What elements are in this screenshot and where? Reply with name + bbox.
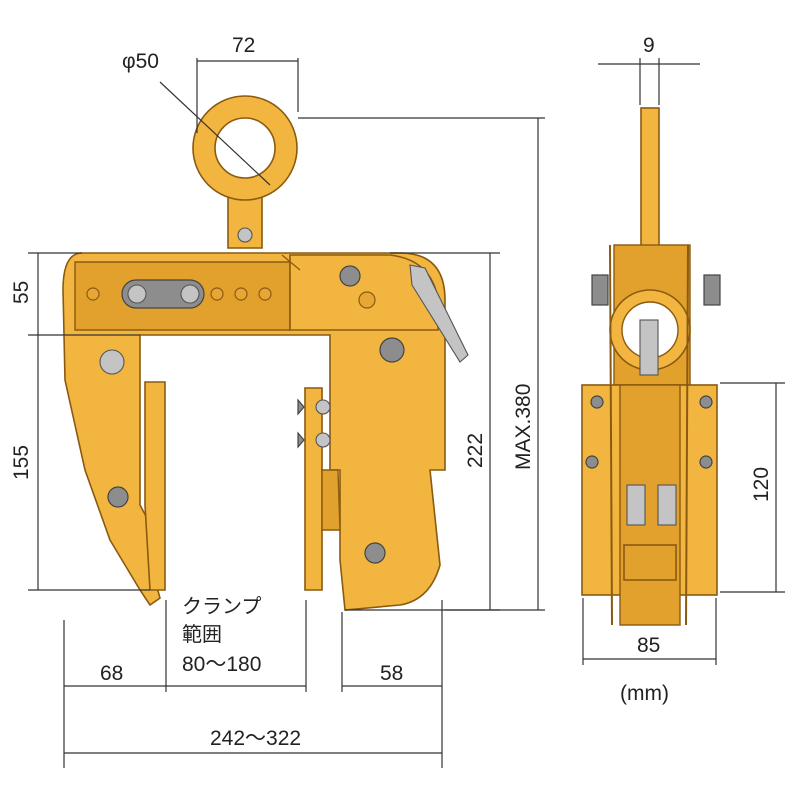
jaw-nut: [315, 399, 331, 415]
inner-height-label: 222: [464, 433, 487, 468]
clamp-range-title-line1: クランプ: [182, 594, 261, 618]
side-nut: [590, 395, 604, 409]
pivot-bolt: [339, 265, 361, 287]
left-jaw-plate: [144, 381, 166, 591]
dimension-lines: [28, 58, 785, 768]
eye-ring-hole: [214, 117, 276, 179]
dimension-labels: φ50 72 9 55 155 222 MAX.380 120 クランプ 範囲 …: [10, 34, 773, 750]
right-jaw-pad: [321, 469, 341, 531]
side-height-label: 120: [750, 467, 773, 502]
pivot-hole: [358, 291, 376, 309]
overall-width-label: 242～322: [210, 727, 301, 750]
clamp-range-value: 80～180: [182, 653, 261, 676]
adjust-hole: [86, 287, 100, 301]
jaw-tooth: [297, 431, 305, 449]
release-lever: [409, 264, 469, 363]
side-plate-top: [640, 107, 660, 259]
jaw-height-label: 155: [10, 445, 33, 480]
left-jaw-bolt: [107, 486, 129, 508]
left-jaw-pin: [99, 349, 125, 375]
right-jaw-width-label: 58: [380, 662, 403, 685]
slot-bolt-left: [127, 284, 147, 304]
right-jaw-plate: [304, 387, 323, 591]
lifting-eye: [192, 95, 298, 249]
adjust-hole: [210, 287, 224, 301]
ring-diameter-label: φ50: [122, 50, 159, 73]
plate-thickness-label: 9: [643, 34, 655, 57]
adjust-hole: [234, 287, 248, 301]
top-height-label: 55: [10, 281, 33, 304]
front-view: [62, 95, 469, 611]
max-height-label: MAX.380: [512, 384, 535, 470]
eye-pin: [237, 227, 253, 243]
side-width-label: 85: [637, 634, 660, 657]
eye-width-label: 72: [232, 34, 255, 57]
cam-bolt: [379, 337, 405, 363]
side-slot: [626, 484, 646, 526]
left-jaw-width-label: 68: [100, 662, 123, 685]
clamp-range-title-line2: 範囲: [182, 622, 222, 646]
slot-bolt-right: [180, 284, 200, 304]
side-lower-frame: [623, 544, 677, 581]
side-pin: [639, 319, 659, 376]
side-nut: [585, 455, 599, 469]
side-nut: [699, 395, 713, 409]
unit-label: (mm): [620, 682, 669, 705]
side-bolt-right: [703, 274, 721, 306]
jaw-nut: [315, 432, 331, 448]
lower-bolt: [364, 542, 386, 564]
side-nut: [699, 455, 713, 469]
jaw-tooth: [297, 398, 305, 416]
adjust-hole: [258, 287, 272, 301]
side-bolt-left: [591, 274, 609, 306]
side-view: [581, 107, 721, 626]
clamp-body: [62, 252, 446, 611]
side-slot: [657, 484, 677, 526]
